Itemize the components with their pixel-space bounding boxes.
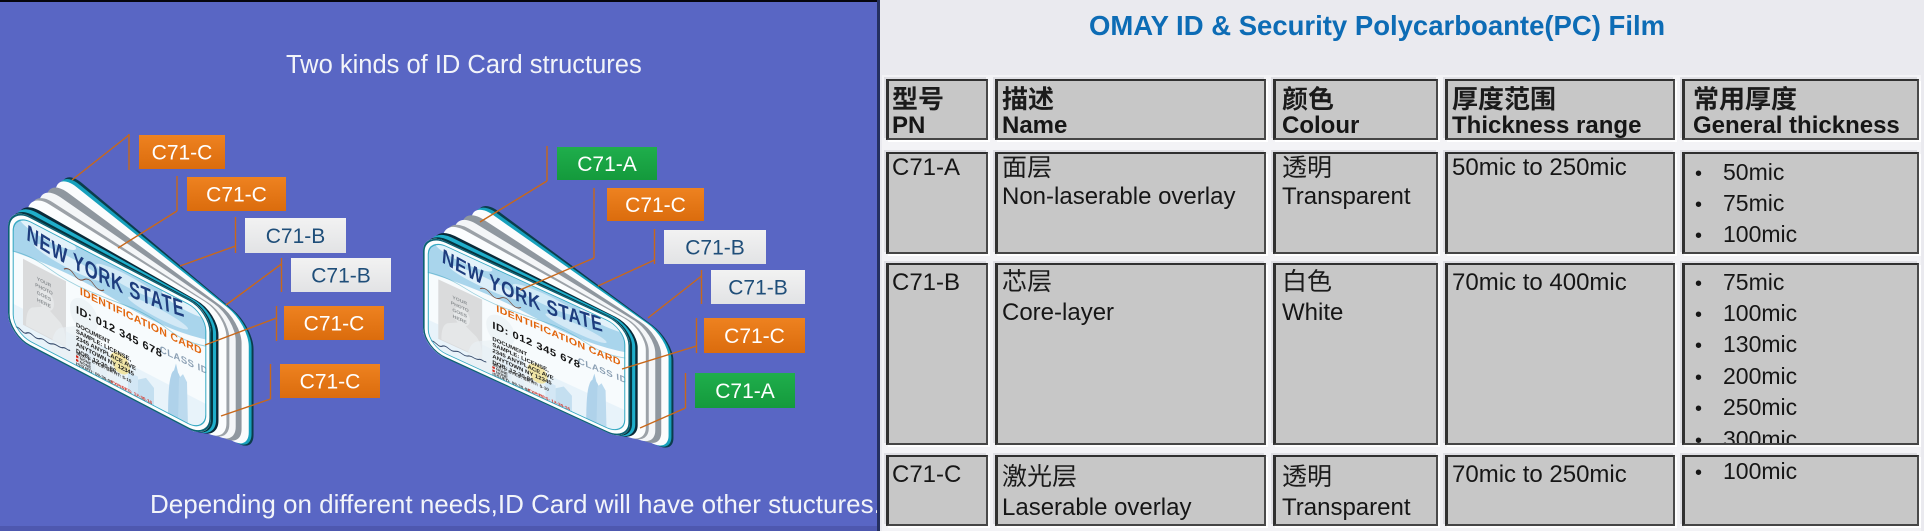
svg-text:C71-B: C71-B bbox=[266, 225, 326, 248]
svg-text:C71-C: C71-C bbox=[304, 313, 365, 336]
svg-text:C71-C: C71-C bbox=[625, 194, 686, 217]
svg-text:C71-C: C71-C bbox=[300, 371, 361, 394]
svg-text:C71-C: C71-C bbox=[724, 325, 785, 348]
svg-text:C71-C: C71-C bbox=[152, 142, 213, 165]
svg-text:C71-A: C71-A bbox=[577, 153, 637, 176]
svg-text:C71-B: C71-B bbox=[311, 265, 371, 288]
svg-text:C71-A: C71-A bbox=[715, 380, 775, 403]
svg-text:C71-C: C71-C bbox=[206, 184, 267, 207]
svg-text:C71-B: C71-B bbox=[728, 277, 788, 300]
svg-text:C71-B: C71-B bbox=[685, 237, 745, 260]
